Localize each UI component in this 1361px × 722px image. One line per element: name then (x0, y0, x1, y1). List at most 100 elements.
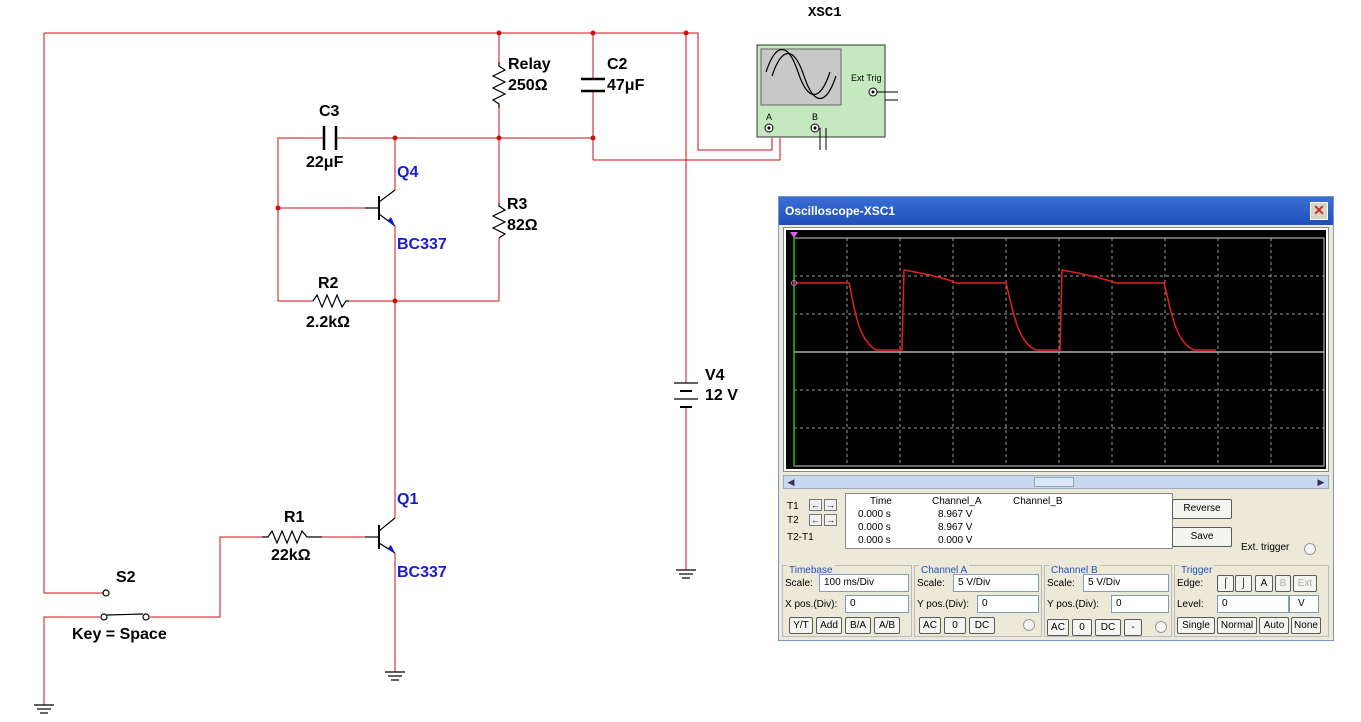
t2-t1-time: 0.000 s (858, 535, 891, 546)
c2-value: 47μF (607, 77, 645, 94)
falling-edge-icon[interactable]: ⌡ (1235, 575, 1252, 592)
r3-value: 82Ω (507, 217, 538, 234)
ground-left (34, 704, 54, 714)
none-button[interactable]: None (1291, 617, 1321, 634)
ground-q1 (385, 671, 405, 681)
channel-b-terminal[interactable] (1155, 621, 1167, 633)
add-button[interactable]: Add (816, 617, 842, 634)
header-channel-a: Channel_A (932, 496, 982, 507)
timebase-scale-input[interactable]: 100 ms/Div (819, 574, 909, 592)
timebase-scale-label: Scale: (785, 578, 813, 589)
trigger-title: Trigger (1179, 565, 1215, 576)
auto-button[interactable]: Auto (1259, 617, 1289, 634)
trace-marker (791, 280, 797, 286)
header-time: Time (870, 496, 892, 507)
normal-button[interactable]: Normal (1217, 617, 1257, 634)
channel-b-zero-button[interactable]: 0 (1072, 619, 1092, 636)
rising-edge-icon[interactable]: ⌠ (1217, 575, 1234, 592)
oscilloscope-window: Oscilloscope-XSC1 ✕ ◀ ▶ T1 T2 T2-T1 ← → … (778, 196, 1334, 641)
q4-name: Q4 (397, 164, 418, 181)
channel-a-group: Channel A Scale: 5 V/Div Y pos.(Div): 0 … (914, 565, 1042, 637)
t2-t1-channel-a: 0.000 V (938, 535, 973, 546)
channel-a-title: Channel A (919, 565, 970, 576)
ext-trigger-terminal[interactable] (1304, 543, 1316, 555)
channel-b-ypos-label: Y pos.(Div): (1047, 599, 1100, 610)
oscilloscope-titlebar[interactable]: Oscilloscope-XSC1 ✕ (779, 197, 1333, 225)
channel-a-ypos-label: Y pos.(Div): (917, 599, 970, 610)
trigger-source-ext-button[interactable]: Ext (1293, 575, 1317, 592)
channel-a-ac-button[interactable]: AC (919, 617, 941, 634)
channel-b-minus-button[interactable]: - (1124, 619, 1142, 636)
trigger-source-a-button[interactable]: A (1255, 575, 1273, 592)
channel-b-scale-label: Scale: (1047, 578, 1075, 589)
channel-b-title: Channel B (1049, 565, 1100, 576)
scope-ref-label: XSC1 (808, 5, 842, 21)
wire-c3-loop (277, 137, 323, 302)
t2-left-arrow-icon[interactable]: ← (809, 514, 822, 526)
c2-name: C2 (607, 56, 628, 73)
close-icon[interactable]: ✕ (1310, 202, 1328, 220)
channel-b-scale-input[interactable]: 5 V/Div (1083, 574, 1169, 592)
channel-a-zero-button[interactable]: 0 (944, 617, 966, 634)
reverse-button[interactable]: Reverse (1172, 499, 1232, 519)
r2-name: R2 (318, 275, 339, 292)
channel-a-terminal[interactable] (1023, 619, 1035, 631)
v4-value: 12 V (705, 387, 738, 404)
channel-a-scale-input[interactable]: 5 V/Div (953, 574, 1039, 592)
relay-coil (491, 62, 507, 108)
timebase-group: Timebase Scale: 100 ms/Div X pos.(Div): … (782, 565, 912, 637)
single-button[interactable]: Single (1177, 617, 1215, 634)
level-label: Level: (1177, 599, 1204, 610)
t2-right-arrow-icon[interactable]: → (824, 514, 837, 526)
s2-key-label: Key = Space (72, 626, 167, 643)
channel-a-scale-label: Scale: (917, 578, 945, 589)
oscilloscope-instrument[interactable]: Ext Trig A B (756, 44, 898, 150)
scope-display[interactable] (783, 227, 1329, 472)
scroll-thumb[interactable] (1034, 477, 1074, 487)
timebase-title: Timebase (787, 565, 835, 576)
channel-b-dc-button[interactable]: DC (1095, 619, 1121, 636)
channel-a-ypos-input[interactable]: 0 (977, 595, 1039, 613)
header-channel-b: Channel_B (1013, 496, 1063, 507)
q1-name: Q1 (397, 491, 418, 508)
channel-b-ac-button[interactable]: AC (1047, 619, 1069, 636)
wire-s2-bottom (43, 616, 100, 705)
channel-a-dc-button[interactable]: DC (969, 617, 995, 634)
xpos-input[interactable]: 0 (845, 595, 909, 613)
window-title: Oscilloscope-XSC1 (785, 204, 896, 218)
trigger-group: Trigger Edge: ⌠ ⌡ A B Ext Level: 0 V Sin… (1174, 565, 1329, 637)
scroll-left-icon[interactable]: ◀ (787, 477, 795, 487)
ext-trigger-label: Ext. trigger (1241, 542, 1290, 553)
channel-b-group: Channel B Scale: 5 V/Div Y pos.(Div): 0 … (1044, 565, 1172, 637)
channel-a-terminal-label: A (766, 112, 772, 122)
q4-model: BC337 (397, 236, 447, 253)
readout-table: Time Channel_A Channel_B 0.000 s 8.967 V… (845, 493, 1173, 549)
q1-model: BC337 (397, 564, 447, 581)
scope-horizontal-scrollbar[interactable]: ◀ ▶ (783, 475, 1329, 489)
t1-label: T1 (787, 501, 799, 512)
r1-value: 22kΩ (271, 547, 311, 564)
scroll-right-icon[interactable]: ▶ (1317, 477, 1325, 487)
r2-resistor (312, 293, 349, 309)
t1-left-arrow-icon[interactable]: ← (809, 499, 822, 511)
yt-button[interactable]: Y/T (789, 617, 813, 634)
t1-time: 0.000 s (858, 509, 891, 520)
cursor-handle (790, 232, 798, 238)
r2-value: 2.2kΩ (306, 314, 350, 331)
channel-a-trace (794, 269, 1216, 351)
r1-resistor (262, 529, 322, 545)
save-button[interactable]: Save (1172, 527, 1232, 547)
level-unit-select[interactable]: V (1289, 595, 1319, 613)
level-input[interactable]: 0 (1217, 595, 1289, 613)
v4-name: V4 (705, 367, 725, 384)
c3-name: C3 (319, 103, 340, 120)
channel-b-ypos-input[interactable]: 0 (1111, 595, 1169, 613)
ba-button[interactable]: B/A (845, 617, 871, 634)
r3-resistor (491, 203, 507, 239)
t1-right-arrow-icon[interactable]: → (824, 499, 837, 511)
wire-top-rail (44, 32, 773, 151)
trigger-source-b-button[interactable]: B (1275, 575, 1291, 592)
wire-scope-a (593, 138, 781, 161)
ab-button[interactable]: A/B (874, 617, 900, 634)
